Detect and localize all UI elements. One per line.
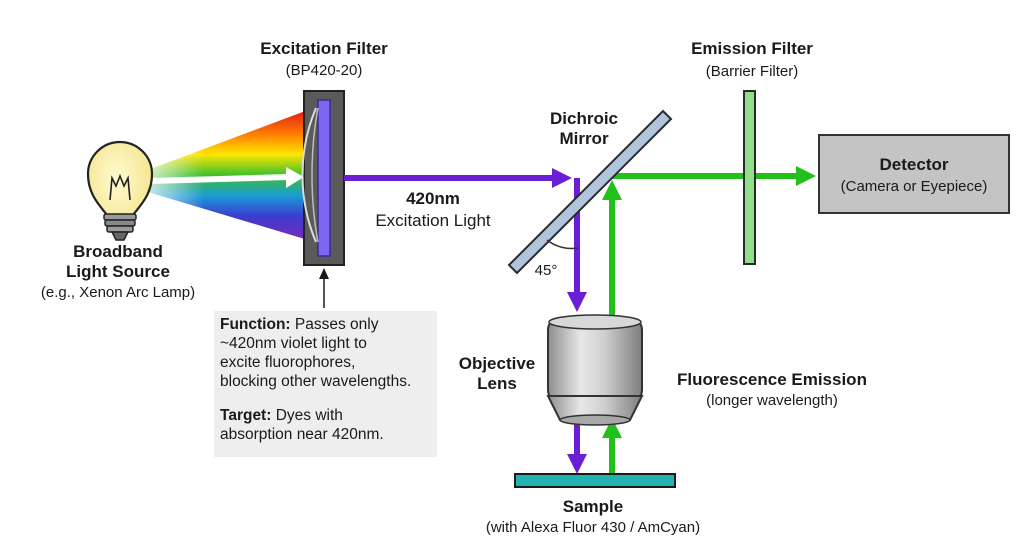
note-function-label: Function: <box>220 316 291 333</box>
emission-filter-icon <box>743 90 756 265</box>
dichroic-mirror-label-line2: Mirror <box>559 129 609 148</box>
sample-slide <box>514 473 676 488</box>
detector-subtitle: (Camera or Eyepiece) <box>841 178 988 195</box>
excitation-filter-subtitle: (BP420-20) <box>286 62 363 79</box>
note-target-line-2: absorption near 420nm. <box>220 426 384 443</box>
light-source-subtitle: (e.g., Xenon Arc Lamp) <box>41 284 195 301</box>
white-light-arrow <box>149 174 289 184</box>
objective-lens-label-line1: Objective <box>459 354 536 373</box>
fluorescence-emission-subtitle: (longer wavelength) <box>706 392 838 409</box>
light-source-title-line2: Light Source <box>66 262 170 281</box>
emission-filter-subtitle: (Barrier Filter) <box>706 63 799 80</box>
detector-title: Detector <box>880 155 949 174</box>
excitation-beam <box>344 168 587 474</box>
note-function-line-3: excite fluorophores, <box>220 354 356 371</box>
note-target-line-1: Target: Dyes with <box>220 406 431 425</box>
fluorescence-emission-title: Fluorescence Emission <box>677 370 867 389</box>
note-pointer-arrow <box>319 268 329 308</box>
note-function-line-4: blocking other wavelengths. <box>220 373 412 390</box>
white-light-arrowhead <box>286 167 304 188</box>
note-target-label: Target: <box>220 407 272 424</box>
excitation-filter-icon <box>301 90 345 266</box>
function-note-box: Function: Passes only ~420nm violet ligh… <box>214 311 437 457</box>
excitation-wavelength-label: 420nm <box>406 189 460 208</box>
light-bulb-icon <box>86 140 154 241</box>
mirror-angle-label: 45° <box>535 262 558 279</box>
note-function-line-1: Function: Passes only <box>220 315 431 334</box>
excitation-filter-title: Excitation Filter <box>260 39 388 58</box>
sample-title: Sample <box>563 497 623 516</box>
dichroic-mirror-icon <box>507 109 673 275</box>
detector-box <box>818 134 1010 214</box>
spectrum-highlight <box>148 110 308 240</box>
sample-subtitle: (with Alexa Fluor 430 / AmCyan) <box>486 519 700 536</box>
objective-lens-label-line2: Lens <box>477 374 517 393</box>
emission-filter-title: Emission Filter <box>691 39 813 58</box>
dichroic-mirror-label-line1: Dichroic <box>550 109 618 128</box>
note-target-text-1: Dyes with <box>271 407 343 424</box>
note-function-line-2: ~420nm violet light to <box>220 335 367 352</box>
note-function-text-1: Passes only <box>290 316 379 333</box>
light-source-title-line1: Broadband <box>73 242 163 261</box>
excitation-light-label: Excitation Light <box>375 211 491 230</box>
emission-beam <box>602 166 816 474</box>
objective-lens-icon <box>546 314 644 426</box>
